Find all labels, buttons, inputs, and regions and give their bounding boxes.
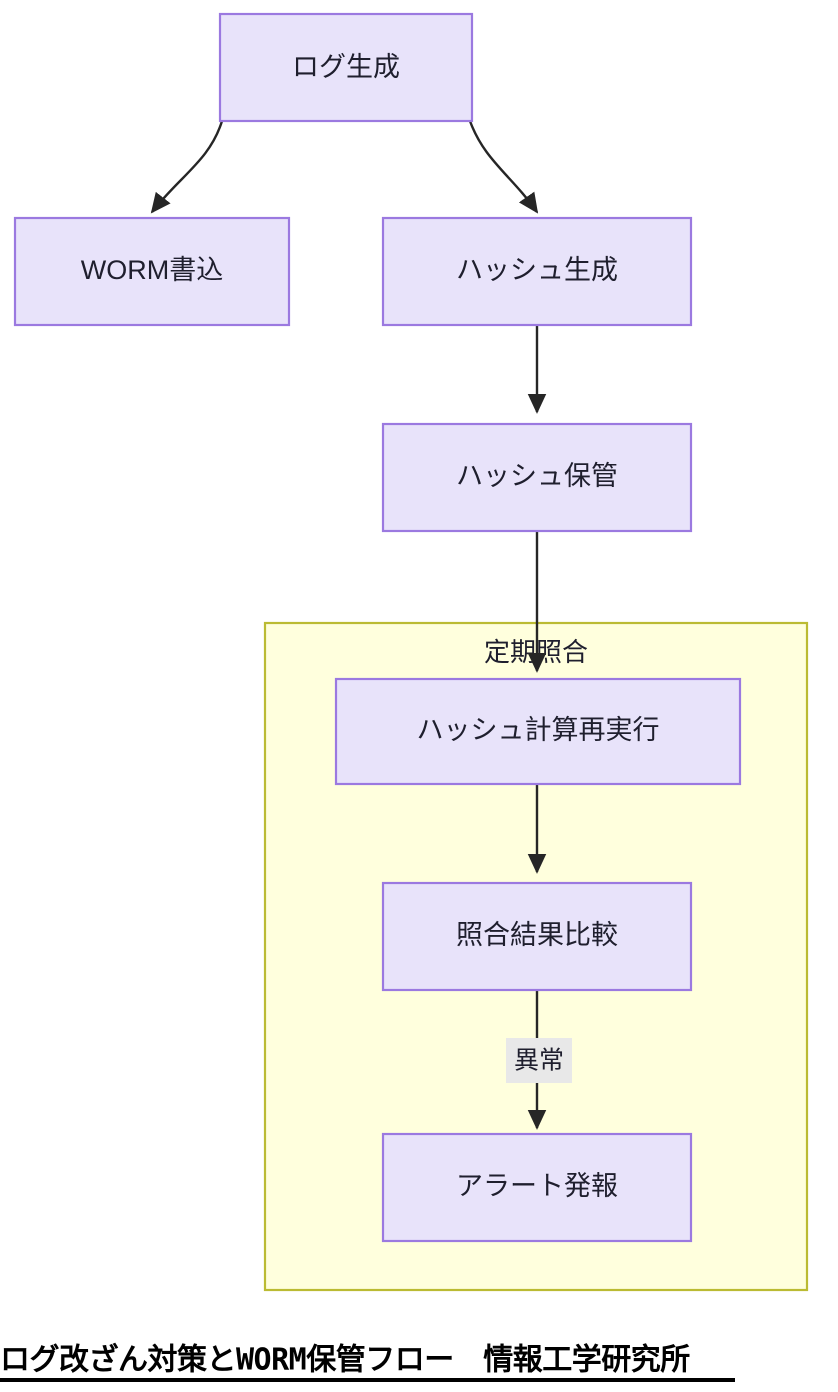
- edge-label-abnormal: 異常: [506, 1038, 572, 1083]
- node-worm-write-label: WORM書込: [81, 255, 223, 285]
- edge-log-gen-to-worm-write: [150, 120, 224, 214]
- node-hash-store-label: ハッシュ保管: [456, 461, 618, 491]
- node-log-gen-box[interactable]: [218, 12, 474, 123]
- node-hash-store-box[interactable]: [381, 422, 693, 533]
- node-hash-recalc-label: ハッシュ計算再実行: [417, 715, 660, 745]
- edge-log-gen-to-hash-gen: [468, 120, 539, 214]
- node-compare[interactable]: 照合結果比較: [381, 881, 693, 992]
- node-log-gen[interactable]: ログ生成: [218, 12, 474, 123]
- node-hash-gen[interactable]: ハッシュ生成: [381, 216, 693, 327]
- node-hash-gen-box[interactable]: [381, 216, 693, 327]
- node-hash-recalc[interactable]: ハッシュ計算再実行: [334, 677, 742, 786]
- edge-label-abnormal-text: 異常: [514, 1047, 564, 1075]
- node-hash-recalc-box[interactable]: [334, 677, 742, 786]
- caption-text: ログ改ざん対策とWORM保管フロー 情報工学研究所: [0, 1343, 690, 1378]
- node-worm-write[interactable]: WORM書込: [13, 216, 291, 327]
- node-alert-label: アラート発報: [456, 1171, 618, 1201]
- node-compare-box[interactable]: [381, 881, 693, 992]
- node-alert-box[interactable]: [381, 1132, 693, 1243]
- node-hash-gen-label: ハッシュ生成: [456, 255, 618, 285]
- node-log-gen-label: ログ生成: [292, 52, 400, 82]
- node-alert[interactable]: アラート発報: [381, 1132, 693, 1243]
- node-worm-write-box[interactable]: [13, 216, 291, 327]
- node-compare-label: 照合結果比較: [456, 920, 618, 950]
- edge-label-abnormal-bg: [506, 1038, 572, 1083]
- caption: ログ改ざん対策とWORM保管フロー 情報工学研究所: [0, 1343, 735, 1382]
- node-hash-store[interactable]: ハッシュ保管: [381, 422, 693, 533]
